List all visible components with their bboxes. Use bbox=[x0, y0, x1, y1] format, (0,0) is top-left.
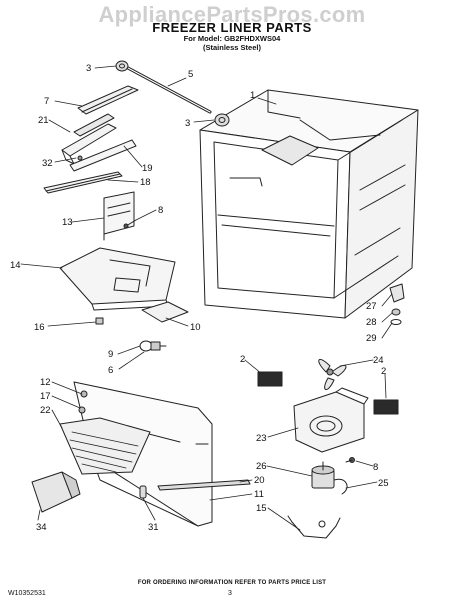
callout-18: 18 bbox=[140, 177, 151, 188]
bulb-part bbox=[139, 340, 167, 352]
callout-24: 24 bbox=[373, 355, 384, 366]
callout-10: 10 bbox=[190, 322, 201, 333]
callout-19: 19 bbox=[142, 163, 153, 174]
gasket-part-right bbox=[373, 399, 399, 415]
page-number: 3 bbox=[228, 590, 232, 597]
panel-part bbox=[141, 301, 189, 323]
model-info: For Model: GB2FHDXWS04 (Stainless Steel) bbox=[0, 34, 464, 52]
gasket-part-left bbox=[257, 371, 283, 387]
callout-8-upper: 8 bbox=[158, 205, 163, 216]
cap-part-upper bbox=[115, 60, 129, 72]
knob-stack-parts bbox=[389, 283, 405, 325]
slide-rail-part bbox=[77, 85, 139, 115]
clip-part bbox=[95, 317, 104, 325]
rail-assembly-part bbox=[61, 113, 137, 172]
callout-15: 15 bbox=[256, 503, 267, 514]
callout-22: 22 bbox=[40, 405, 51, 416]
leader-lines bbox=[20, 65, 393, 531]
cover-tray-part bbox=[59, 247, 176, 311]
callout-17: 17 bbox=[40, 391, 51, 402]
callout-12: 12 bbox=[40, 377, 51, 388]
callout-5: 5 bbox=[188, 69, 193, 80]
callout-2-right: 2 bbox=[381, 366, 386, 377]
strip-part bbox=[157, 479, 251, 491]
callout-3-lower: 3 bbox=[185, 118, 190, 129]
callout-29: 29 bbox=[366, 333, 377, 344]
callout-16: 16 bbox=[34, 322, 45, 333]
screw-part-upper bbox=[123, 219, 137, 229]
document-code: W10352531 bbox=[8, 590, 46, 597]
callout-32: 32 bbox=[42, 158, 53, 169]
callout-21: 21 bbox=[38, 115, 49, 126]
callout-27: 27 bbox=[366, 301, 377, 312]
grille-part bbox=[59, 417, 151, 475]
model-line: For Model: GB2FHDXWS04 bbox=[183, 34, 281, 43]
rod-part bbox=[126, 66, 212, 114]
callout-34: 34 bbox=[36, 522, 47, 533]
callout-2-left: 2 bbox=[240, 354, 245, 365]
callout-26: 26 bbox=[256, 461, 267, 472]
callout-7: 7 bbox=[44, 96, 49, 107]
screw-part-lower bbox=[345, 457, 355, 463]
housing-cover-part bbox=[31, 471, 81, 513]
callout-11: 11 bbox=[254, 489, 264, 500]
watermark: AppliancePartsPros.com bbox=[98, 2, 366, 27]
fastener-parts bbox=[78, 390, 88, 414]
callout-8-lower: 8 bbox=[373, 462, 378, 473]
callout-25: 25 bbox=[378, 478, 389, 489]
long-rail-part bbox=[43, 171, 123, 194]
latch-part bbox=[139, 485, 147, 499]
callout-13: 13 bbox=[62, 217, 73, 228]
callout-14: 14 bbox=[10, 260, 21, 271]
freezer-liner-part bbox=[199, 89, 419, 319]
fan-blade-part bbox=[318, 358, 347, 390]
callout-23: 23 bbox=[256, 433, 267, 444]
fan-motor-part bbox=[311, 461, 348, 495]
fan-shroud-part bbox=[293, 387, 369, 453]
callout-9: 9 bbox=[108, 349, 113, 360]
duct-panel-part bbox=[73, 381, 213, 527]
callout-31: 31 bbox=[148, 522, 159, 533]
callout-6: 6 bbox=[108, 365, 113, 376]
bracket-part bbox=[103, 191, 135, 241]
callout-20: 20 bbox=[254, 475, 265, 486]
page-title: FREEZER LINER PARTS bbox=[152, 20, 312, 35]
variant-line: (Stainless Steel) bbox=[203, 43, 261, 52]
callout-labels: 3 5 1 3 7 21 32 19 18 13 8 14 16 10 9 6 … bbox=[10, 63, 389, 533]
callout-1: 1 bbox=[250, 90, 255, 101]
callout-3-upper: 3 bbox=[86, 63, 91, 74]
ordering-note: FOR ORDERING INFORMATION REFER TO PARTS … bbox=[137, 580, 327, 586]
cap-part-lower bbox=[214, 113, 230, 127]
callout-28: 28 bbox=[366, 317, 377, 328]
